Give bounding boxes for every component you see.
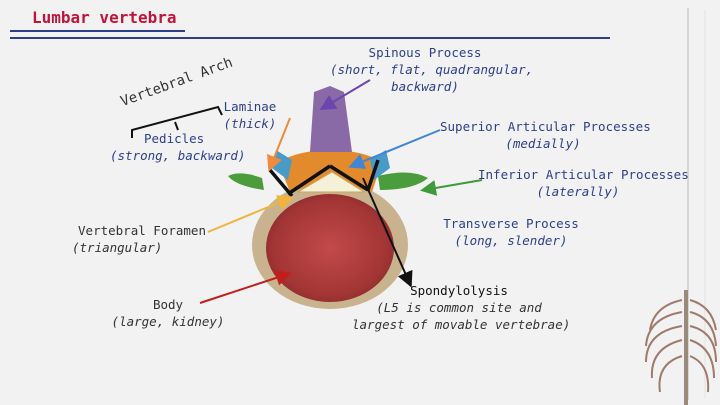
spondylolysis-arrow [362, 177, 413, 288]
spondylolysis-desc: (L5 is common site and [376, 300, 542, 315]
foramen-arrow [207, 195, 294, 233]
inferior-articular-name: Inferior Articular Processes [478, 167, 689, 182]
body-arrow [199, 270, 292, 304]
spinous-process-desc: (short, flat, quadrangular, [330, 62, 534, 77]
body-label: Body (large, kidney) [110, 296, 226, 330]
pedicles-label: Pedicles (strong, backward) [110, 130, 246, 164]
superior-articular-desc: (medially) [505, 136, 581, 151]
spinous-process-name: Spinous Process [368, 45, 482, 60]
transverse-process-name: Transverse Process [443, 216, 579, 231]
laminae-name: Laminae [223, 99, 277, 114]
vertebral-foramen-name: Vertebral Foramen [78, 223, 206, 238]
arch-bracket-tick [174, 121, 179, 131]
body-desc: (large, kidney) [111, 314, 225, 329]
body-name: Body [152, 297, 184, 312]
superior-arrow [348, 129, 441, 169]
inferior-articular-label: Inferior Articular Processes (laterally) [478, 166, 689, 200]
arch-bracket [131, 105, 223, 138]
vertebral-foramen-label: Vertebral Foramen (triangular) [72, 222, 212, 256]
superior-articular-name: Superior Articular Processes [440, 119, 651, 134]
inferior-arrow [420, 179, 483, 196]
pedicles-name: Pedicles [144, 131, 205, 146]
laminae-label: Laminae (thick) [212, 98, 288, 132]
laminae-arrow [267, 117, 291, 172]
superior-articular-label: Superior Articular Processes (medially) [440, 118, 651, 152]
spinous-process-label: Spinous Process (short, flat, quadrangul… [330, 44, 534, 95]
spondylolysis-name: Spondylolysis [410, 283, 508, 298]
inferior-articular-desc: (laterally) [536, 184, 620, 199]
spinous-process-desc-2: backward) [391, 79, 459, 94]
transverse-process-label: Transverse Process (long, slender) [438, 215, 584, 249]
spondylolysis-label: Spondylolysis (L5 is common site and lar… [352, 282, 571, 333]
transverse-process-desc: (long, slender) [454, 233, 568, 248]
slide-title: Lumbar vertebra [32, 8, 177, 27]
spinous-arrow [319, 79, 371, 111]
pedicle-lamina-strokes [268, 159, 380, 198]
laminae-desc: (thick) [223, 116, 277, 131]
ribcage-illustration [645, 290, 717, 405]
spondylolysis-desc-2: largest of movable vertebrae) [352, 317, 571, 332]
pedicles-desc: (strong, backward) [110, 148, 246, 163]
vertebral-foramen-desc: (triangular) [72, 240, 163, 255]
